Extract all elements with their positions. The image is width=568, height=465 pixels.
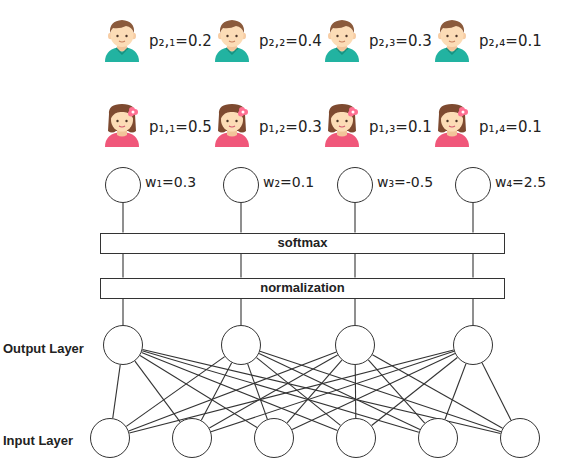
connector-line	[354, 299, 355, 326]
connector-line	[240, 299, 241, 326]
connector-line	[122, 299, 123, 326]
connector-line	[240, 203, 241, 233]
normalization-band: normalization	[100, 278, 505, 299]
connector-line	[472, 203, 473, 233]
connector-line	[354, 203, 355, 233]
weight-node: w₃=-0.5	[337, 167, 373, 203]
softmax-band: softmax	[100, 233, 505, 254]
connector-line	[126, 357, 224, 427]
probability-label: p₁,₁=0.5	[149, 119, 212, 136]
connector-line	[472, 299, 473, 326]
connector-line	[355, 365, 357, 418]
probability-label: p₁,₃=0.1	[369, 119, 432, 136]
connector-line	[201, 363, 231, 421]
connector-line	[482, 363, 511, 420]
connector-line	[113, 365, 120, 418]
probability-label: p₂,₃=0.3	[369, 33, 432, 50]
weight-node: w₄=2.5	[455, 167, 491, 203]
output-neuron	[335, 325, 375, 365]
connector-line	[122, 203, 123, 233]
boy-icon	[215, 20, 249, 62]
connector-line	[129, 352, 337, 431]
connector-line	[248, 364, 268, 419]
weight-label: w₁=0.3	[145, 175, 196, 190]
girl-icon	[325, 104, 359, 147]
connector-line	[129, 350, 453, 433]
connector-line	[372, 357, 458, 425]
boy-icon	[325, 20, 359, 62]
weight-node: w₂=0.1	[223, 167, 259, 203]
connector-line	[445, 364, 466, 420]
weight-label: w₂=0.1	[263, 175, 314, 190]
connector-line	[354, 254, 355, 278]
probability-label: p₁,₄=0.1	[479, 119, 542, 136]
layer-name: softmax	[278, 236, 328, 251]
input-neuron	[418, 418, 458, 458]
boy-icon	[105, 20, 139, 62]
output-neuron	[453, 325, 493, 365]
connector-line	[122, 254, 123, 278]
input-neuron	[336, 418, 376, 458]
input-neuron	[254, 418, 294, 458]
girl-icon	[215, 104, 249, 147]
connector-line	[135, 361, 180, 422]
girl-icon	[105, 104, 139, 147]
input-neuron	[90, 418, 130, 458]
girl-icon	[435, 104, 469, 147]
output-neuron	[221, 325, 261, 365]
layer-name: normalization	[260, 281, 345, 296]
connector-line	[257, 358, 341, 426]
weight-node: w₁=0.3	[105, 167, 141, 203]
connector-line	[472, 254, 473, 278]
connector-line	[240, 254, 241, 278]
probability-label: p₂,₁=0.2	[149, 33, 212, 50]
weight-label: w₃=-0.5	[377, 175, 433, 190]
output-neuron	[103, 325, 143, 365]
probability-label: p₁,₂=0.3	[259, 119, 322, 136]
input-neuron	[172, 418, 212, 458]
probability-label: p₂,₄=0.1	[479, 33, 542, 50]
probability-label: p₂,₂=0.4	[259, 33, 322, 50]
layer-label: Input Layer	[3, 434, 73, 448]
input-neuron	[500, 418, 540, 458]
boy-icon	[435, 20, 469, 62]
weight-label: w₄=2.5	[495, 175, 546, 190]
layer-label: Output Layer	[3, 342, 84, 356]
